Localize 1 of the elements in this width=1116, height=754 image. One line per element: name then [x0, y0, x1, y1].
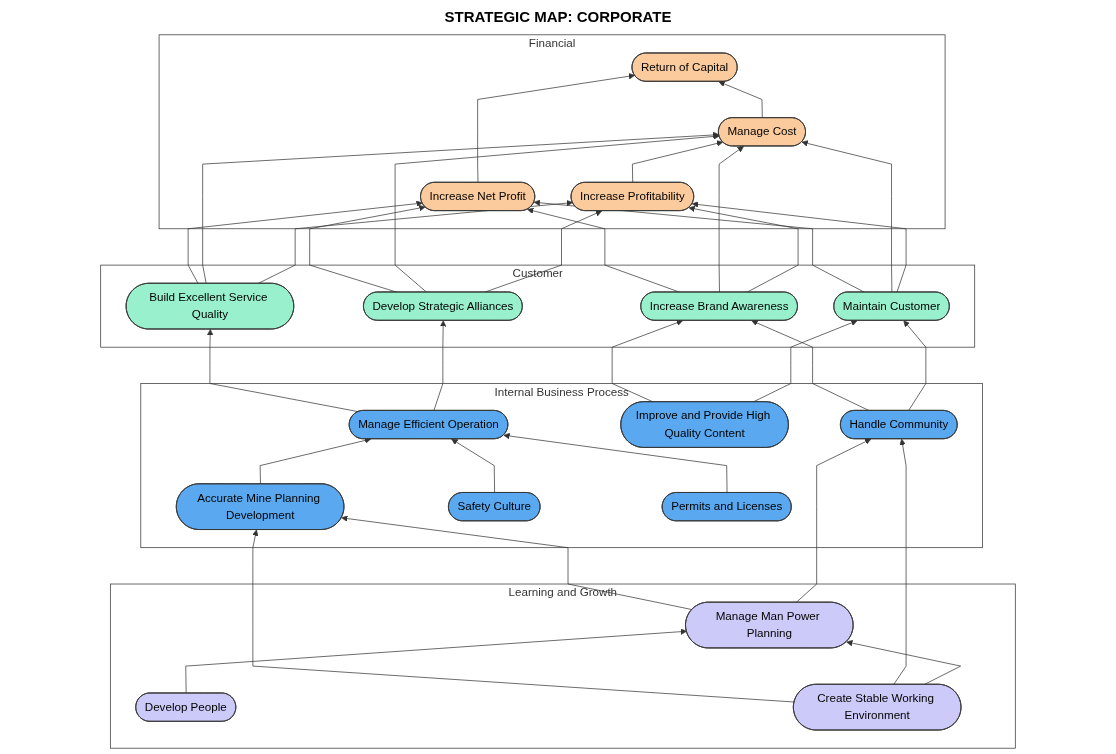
- diagram-title: STRATEGIC MAP: CORPORATE: [444, 8, 672, 25]
